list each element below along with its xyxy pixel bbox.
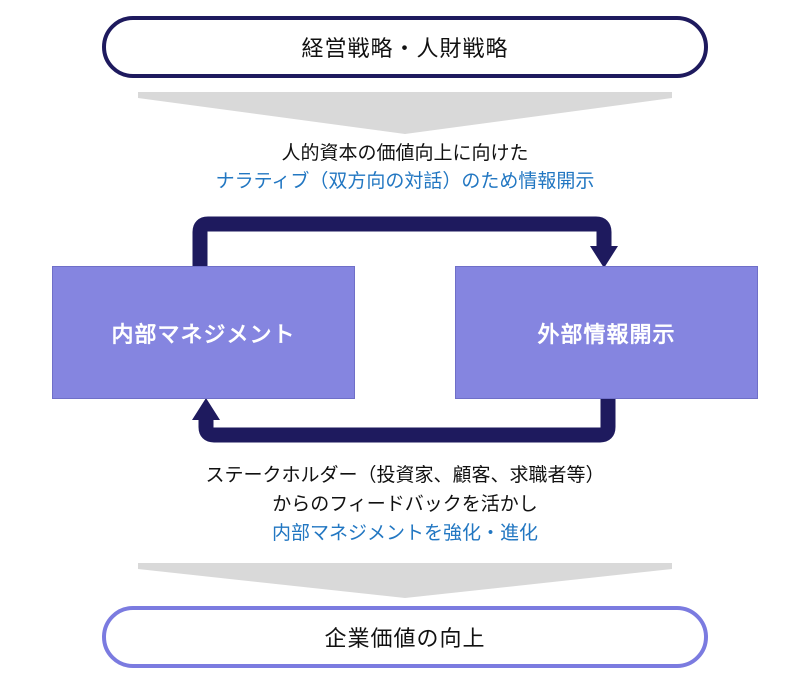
corporate-value-box: 企業価値の向上 [102,606,708,668]
cycle-arrow-lower [198,398,616,443]
internal-management-box: 内部マネジメント [52,266,355,399]
lower-caption-line1: ステークホルダー（投資家、顧客、求職者等） [205,464,605,486]
corporate-value-label: 企業価値の向上 [324,627,486,652]
external-disclosure-label: 外部情報開示 [537,322,676,348]
cycle-arrow-upper [192,216,612,268]
internal-management-label: 内部マネジメント [111,322,296,348]
down-chevron-lower [138,563,672,598]
down-chevron-upper [138,92,672,134]
strategy-box: 経営戦略・人財戦略 [102,16,708,78]
lower-caption-line3: 内部マネジメントを強化・進化 [271,522,538,544]
external-disclosure-box: 外部情報開示 [455,266,758,399]
cycle-arrowhead-lower [192,398,220,420]
upper-caption-line2: ナラティブ（双方向の対話）のため情報開示 [215,170,595,192]
cycle-arrowhead-upper [590,246,618,268]
lower-caption-line2: からのフィードバックを活かし [272,493,538,515]
strategy-label: 経営戦略・人財戦略 [301,37,509,62]
upper-caption-line1: 人的資本の価値向上に向けた [281,142,529,164]
